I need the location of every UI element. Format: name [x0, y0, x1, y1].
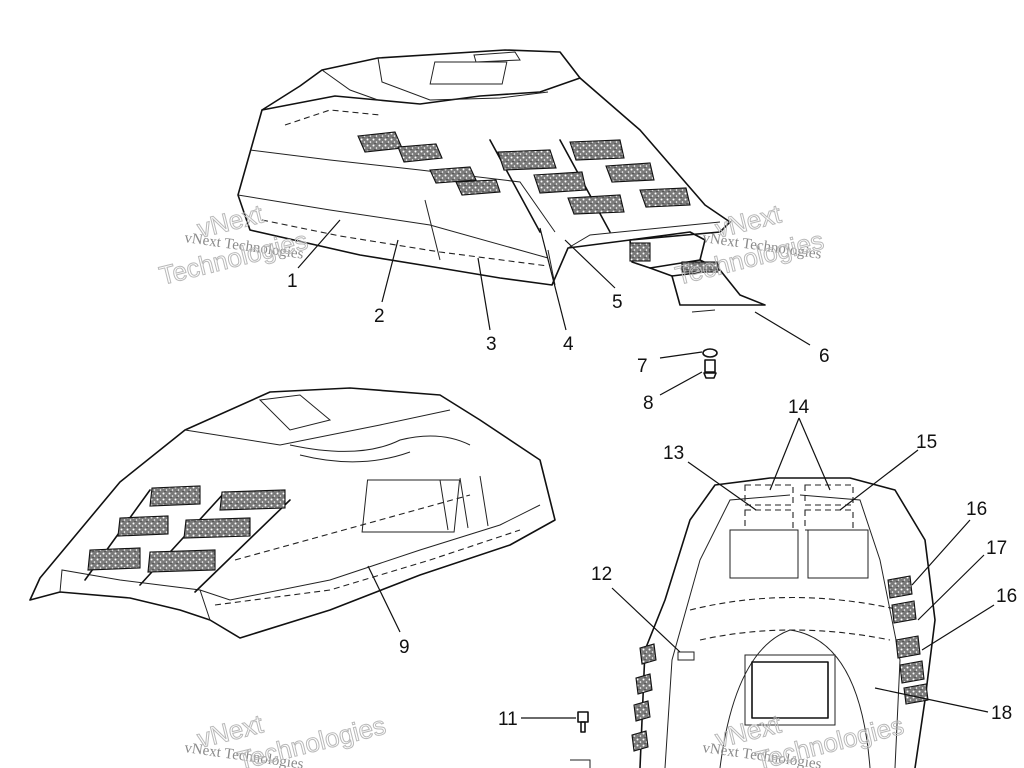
part-label: 8 — [643, 393, 654, 414]
part-label: 16 — [996, 586, 1017, 607]
watermark-top-right: vNext Technologies vNext Technologies — [672, 198, 828, 291]
part-label: 13 — [663, 443, 684, 464]
part-label: 5 — [612, 292, 623, 313]
hood-top-view — [237, 49, 766, 379]
part-label: 7 — [637, 356, 648, 377]
part-label: 15 — [916, 432, 937, 453]
part-label: 9 — [399, 637, 410, 658]
part-label: 16 — [966, 499, 987, 520]
leader-lines — [297, 219, 995, 719]
part-label: 12 — [591, 564, 612, 585]
part-label: 2 — [374, 306, 385, 327]
part-label: 6 — [819, 346, 830, 367]
part-label: 14 — [788, 397, 810, 418]
part-label: 3 — [486, 334, 497, 355]
watermark-bottom-left: vNext Technologies vNext Technologies — [183, 708, 389, 768]
part-label: 11 — [498, 709, 518, 730]
part-number-labels: 1 2 3 4 5 6 7 8 9 11 12 13 14 15 16 17 1… — [287, 271, 1017, 730]
part-label: 1 — [287, 271, 298, 292]
hood-front-view — [570, 477, 936, 768]
part-label: 18 — [991, 703, 1012, 724]
hood-side-view — [29, 387, 556, 639]
part-label: 4 — [563, 334, 574, 355]
part-label: 17 — [986, 538, 1007, 559]
